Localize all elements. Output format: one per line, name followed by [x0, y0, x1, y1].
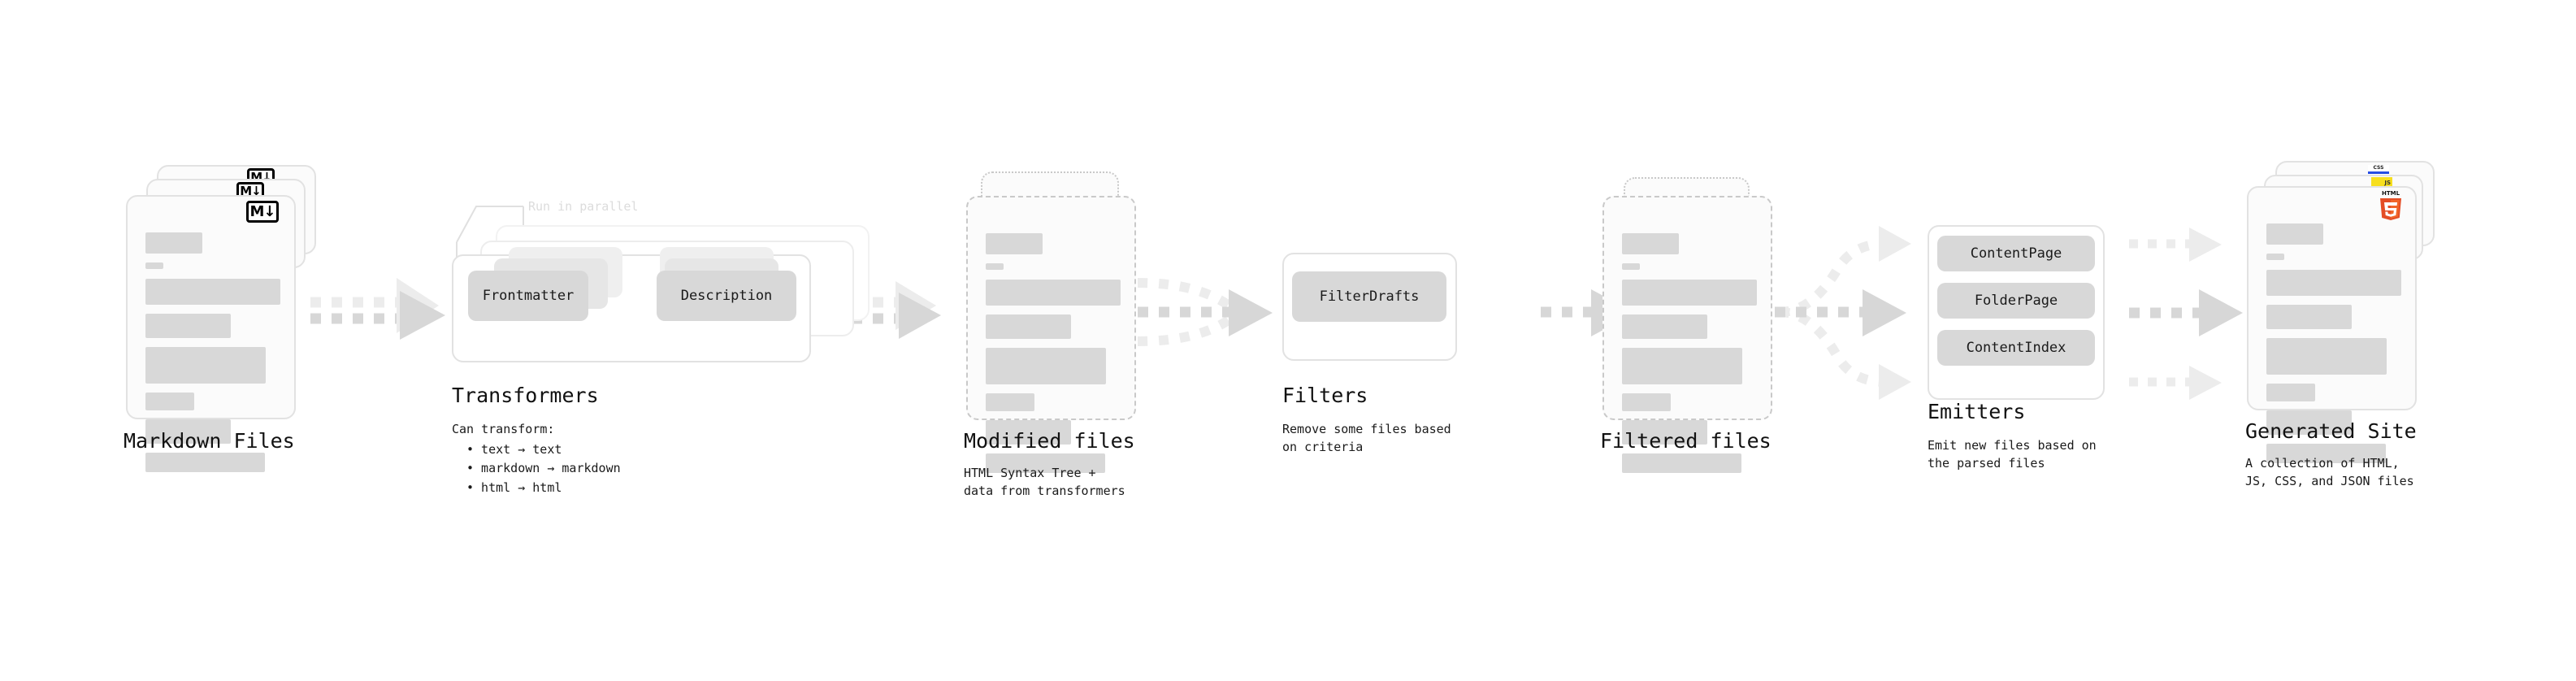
emitter-chip-contentpage[interactable]: ContentPage [1937, 236, 2095, 271]
site-sheet-bars [2266, 223, 2401, 472]
site-sheet-front [2247, 186, 2417, 463]
generated-site-subtitle: A collection of HTML, JS, CSS, and JSON … [2245, 456, 2414, 488]
modified-sheet-front [966, 196, 1136, 473]
html5-badge-word: HTML [2382, 190, 2400, 197]
markdown-files-title: Markdown Files [124, 429, 295, 453]
filtered-sheet-front [1602, 196, 1772, 473]
emitters-title: Emitters [1928, 400, 2026, 423]
generated-site-title: Generated Site [2245, 419, 2417, 443]
transformers-title: Transformers [452, 384, 599, 407]
arrow-filtered-to-emitters [1775, 226, 1911, 400]
transformers-bullet-1: • markdown → markdown [466, 461, 621, 476]
transformers-bullet-2: • html → html [466, 479, 562, 495]
markdown-badge-front: M↓ [246, 201, 279, 223]
arrow-modified-to-filters [1137, 278, 1273, 346]
markdown-sheet-front [126, 195, 296, 472]
transformers-subtitle: Can transform: [452, 422, 555, 436]
css-badge: CSS [2368, 165, 2389, 174]
emitter-chip-contentindex[interactable]: ContentIndex [1937, 330, 2095, 366]
transformer-chip-frontmatter[interactable]: Frontmatter [468, 271, 588, 321]
modified-files-title: Modified files [964, 429, 1135, 453]
js-badge: JS [2371, 177, 2392, 189]
arrow-markdown-to-transformers [310, 278, 445, 340]
filtered-files-title: Filtered files [1600, 429, 1772, 453]
transformers-bullets: • text → text • markdown → markdown • ht… [455, 440, 621, 497]
emitter-chip-folderpage[interactable]: FolderPage [1937, 283, 2095, 319]
transformers-bullet-0: • text → text [466, 442, 562, 457]
markdown-sheet-bars [145, 232, 280, 481]
html5-badge: HTML [2377, 189, 2405, 220]
arrow-emitters-to-site [2129, 228, 2243, 400]
filters-subtitle: Remove some files based on criteria [1282, 422, 1451, 454]
run-in-parallel-label: Run in parallel [528, 199, 639, 214]
filter-chip-filterdrafts[interactable]: FilterDrafts [1292, 271, 1446, 322]
emitters-subtitle: Emit new files based on the parsed files [1928, 438, 2097, 471]
filtered-sheet-bars [1622, 233, 1757, 482]
modified-sheet-bars [986, 233, 1121, 482]
filters-title: Filters [1282, 384, 1368, 407]
transformer-chip-description[interactable]: Description [657, 271, 796, 321]
modified-files-subtitle: HTML Syntax Tree + data from transformer… [964, 466, 1125, 498]
